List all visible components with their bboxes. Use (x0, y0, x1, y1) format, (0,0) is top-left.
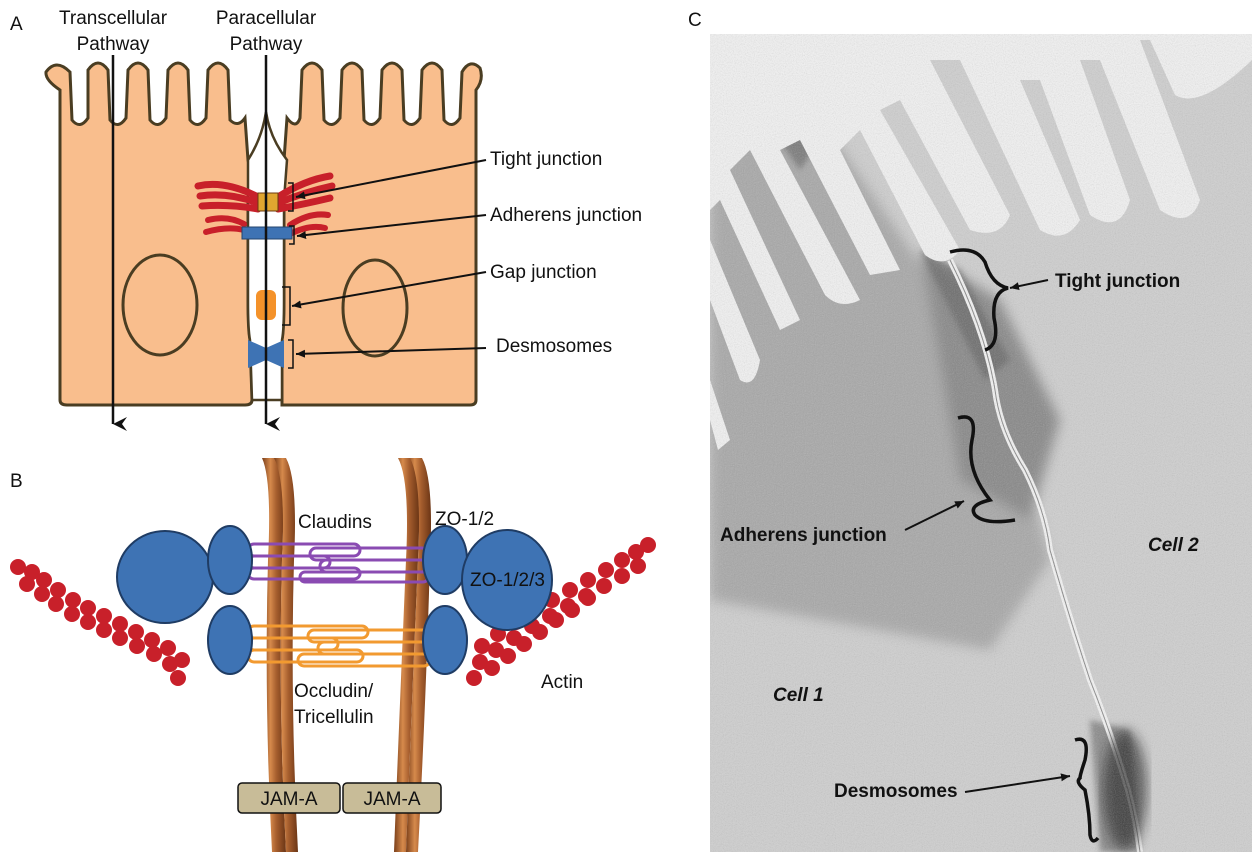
panel-c-letter: C (688, 10, 702, 31)
tight-junction-strand (258, 193, 278, 211)
zo12-label: ZO-1/2 (435, 509, 494, 530)
jam-a-right-label: JAM-A (364, 789, 421, 810)
panel-c: C (688, 10, 1252, 852)
claudins-label: Claudins (298, 512, 372, 533)
em-desmosomes-label: Desmosomes (834, 781, 958, 802)
zo123-label: ZO-1/2/3 (470, 570, 545, 591)
paracellular-label-2: Pathway (230, 34, 303, 55)
transcellular-label-1: Transcellular (59, 8, 168, 29)
jam-a-left-label: JAM-A (261, 789, 318, 810)
desmosomes-label: Desmosomes (496, 336, 612, 357)
actin-label: Actin (541, 672, 583, 693)
occludin-label-1: Occludin/ (294, 681, 374, 702)
cell-1-label: Cell 1 (773, 685, 824, 706)
em-tight-junction-label: Tight junction (1055, 271, 1180, 292)
electron-micrograph (710, 34, 1252, 852)
panel-b: B (10, 458, 656, 852)
tight-junction-label: Tight junction (490, 149, 602, 170)
panel-b-letter: B (10, 471, 23, 492)
adherens-junction-label: Adherens junction (490, 205, 642, 226)
transcellular-label-2: Pathway (77, 34, 150, 55)
paracellular-label-1: Paracellular (216, 8, 317, 29)
occludin-label-2: Tricellulin (294, 707, 374, 728)
gap-junction-label: Gap junction (490, 262, 597, 283)
em-adherens-junction-label: Adherens junction (720, 525, 887, 546)
panel-a: A Tra (10, 8, 642, 424)
cell-2-label: Cell 2 (1148, 535, 1199, 556)
panel-a-letter: A (10, 14, 23, 35)
